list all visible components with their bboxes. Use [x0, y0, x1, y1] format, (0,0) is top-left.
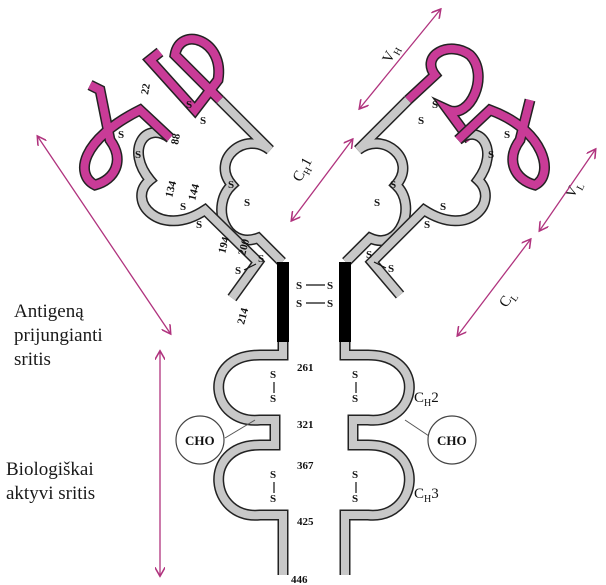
label-cl: CL — [496, 288, 521, 312]
residue-88: 88 — [169, 132, 183, 145]
ss-hinge-2b: S — [327, 298, 333, 310]
ss-fc-r3: S — [352, 469, 358, 481]
ss-fc-l4: S — [270, 493, 276, 505]
ss-fc-l3: S — [270, 469, 276, 481]
residue-425: 425 — [297, 516, 314, 528]
label-ch2: CH2 — [414, 390, 439, 409]
ss-fc-l2: S — [270, 393, 276, 405]
residue-446: 446 — [291, 574, 308, 585]
ss-fc-r1: S — [352, 369, 358, 381]
ss-right-hl-a: S — [366, 249, 372, 261]
ss-fc-r4: S — [352, 493, 358, 505]
ss-hinge-1b: S — [327, 280, 333, 292]
ss-ll-c1: S — [180, 201, 186, 213]
ss-right-hl-b: S — [388, 263, 394, 275]
ss-ll-v1: S — [118, 129, 124, 141]
ss-fc-l1: S — [270, 369, 276, 381]
right-hinge — [339, 262, 351, 342]
ss-rl-c2: S — [424, 219, 430, 231]
residue-367: 367 — [297, 460, 314, 472]
svg-text:CH2: CH2 — [414, 390, 439, 409]
svg-text:VH: VH — [380, 42, 405, 67]
ss-rh-c2: S — [374, 197, 380, 209]
svg-text:VL: VL — [563, 178, 588, 202]
residue-214: 214 — [235, 306, 251, 326]
residue-134: 134 — [163, 179, 179, 199]
ss-left-hl-b: S — [258, 253, 264, 265]
ss-lh-v1: S — [186, 99, 192, 111]
residue-22: 22 — [139, 82, 153, 95]
label-vl: VL — [563, 178, 588, 202]
cho-right: CHO — [405, 416, 476, 464]
ss-fc-r2: S — [352, 393, 358, 405]
left-hinge — [277, 262, 289, 342]
ss-lh-c1: S — [228, 179, 234, 191]
ss-lh-c2: S — [244, 197, 250, 209]
ss-ll-v2: S — [135, 149, 141, 161]
ss-hinge-2a: S — [296, 298, 302, 310]
ss-left-hl-a: S — [235, 265, 241, 277]
label-ch1: CH1 — [290, 155, 318, 186]
label-vh: VH — [380, 42, 405, 67]
ss-rl-v1: S — [504, 129, 510, 141]
antigen-binding-region-caption: Antigeną prijungianti sritis — [14, 300, 103, 372]
ss-rh-v2: S — [418, 115, 424, 127]
ss-rl-v2: S — [488, 149, 494, 161]
ss-rl-c1: S — [440, 201, 446, 213]
ss-ll-c2: S — [196, 219, 202, 231]
ss-rh-c1: S — [390, 179, 396, 191]
ss-lh-v2: S — [200, 115, 206, 127]
residue-144: 144 — [186, 182, 202, 202]
svg-text:CH3: CH3 — [414, 486, 439, 505]
arrow-cl — [458, 240, 530, 335]
ss-rh-v1: S — [432, 99, 438, 111]
residue-261: 261 — [297, 362, 314, 374]
biological-active-region-caption: Biologiškai aktyvi sritis — [6, 458, 95, 506]
residue-321: 321 — [297, 419, 314, 431]
svg-text:CH1: CH1 — [290, 155, 318, 186]
ss-hinge-1a: S — [296, 280, 302, 292]
svg-text:CL: CL — [496, 288, 521, 312]
label-ch3: CH3 — [414, 486, 439, 505]
cho-right-label: CHO — [437, 433, 467, 448]
cho-left-label: CHO — [185, 433, 215, 448]
